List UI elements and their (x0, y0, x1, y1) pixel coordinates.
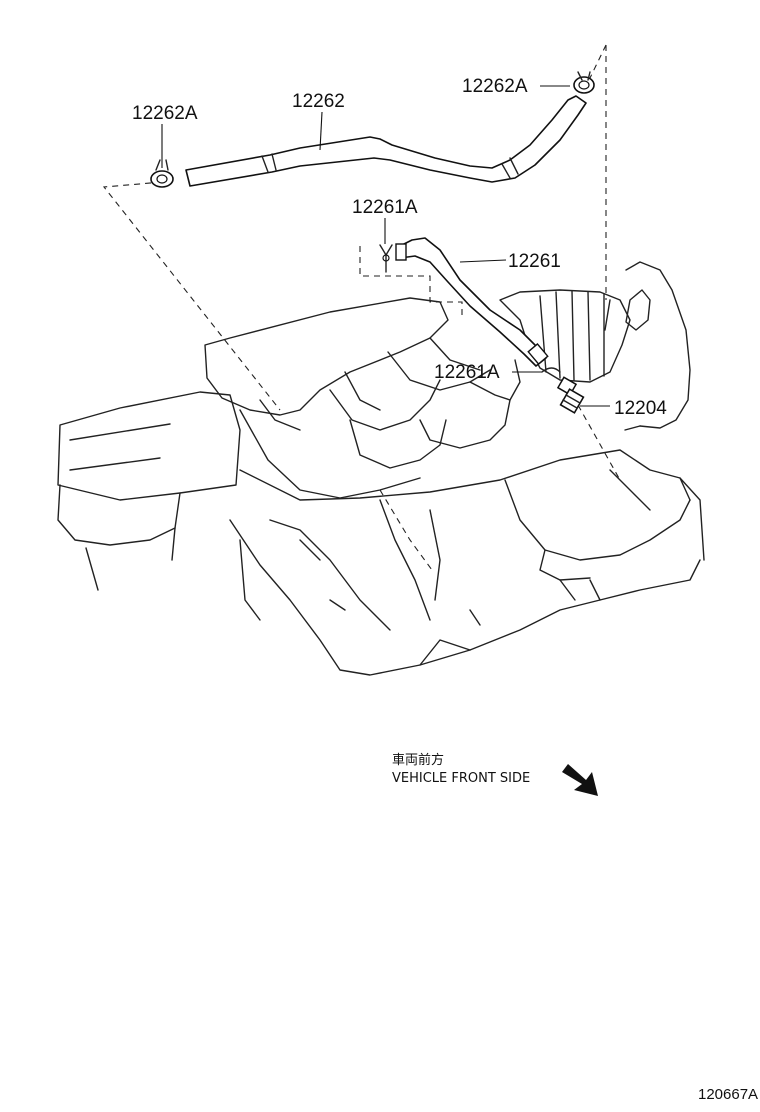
assembly-lines (102, 44, 621, 571)
clip-12261a-upper[interactable] (379, 244, 393, 273)
engine-outline (57, 261, 705, 676)
hose-12261[interactable] (395, 237, 549, 367)
label-pcv-valve-12204: 12204 (614, 398, 667, 419)
leader-lines (161, 85, 610, 407)
label-clip-12261a-upper: 12261A (352, 197, 418, 218)
label-hose-12261: 12261 (508, 251, 561, 272)
pcv-valve-12204[interactable] (556, 376, 585, 414)
direction-label-japanese: 車両前方 (392, 752, 444, 768)
label-clamp-12262a-right: 12262A (462, 76, 528, 97)
clip-12261a-lower[interactable] (541, 367, 561, 373)
label-clip-12261a-lower: 12261A (434, 362, 500, 383)
direction-arrow-icon (562, 764, 598, 796)
hose-12262[interactable] (185, 95, 587, 187)
label-hose-12262: 12262 (292, 91, 345, 112)
direction-label-english: VEHICLE FRONT SIDE (392, 771, 530, 786)
clamp-12262a-left[interactable] (150, 159, 174, 188)
figure-code: 120667A (698, 1086, 758, 1103)
label-clamp-12262a-left: 12262A (132, 103, 198, 124)
clamp-12262a-right[interactable] (573, 71, 595, 94)
